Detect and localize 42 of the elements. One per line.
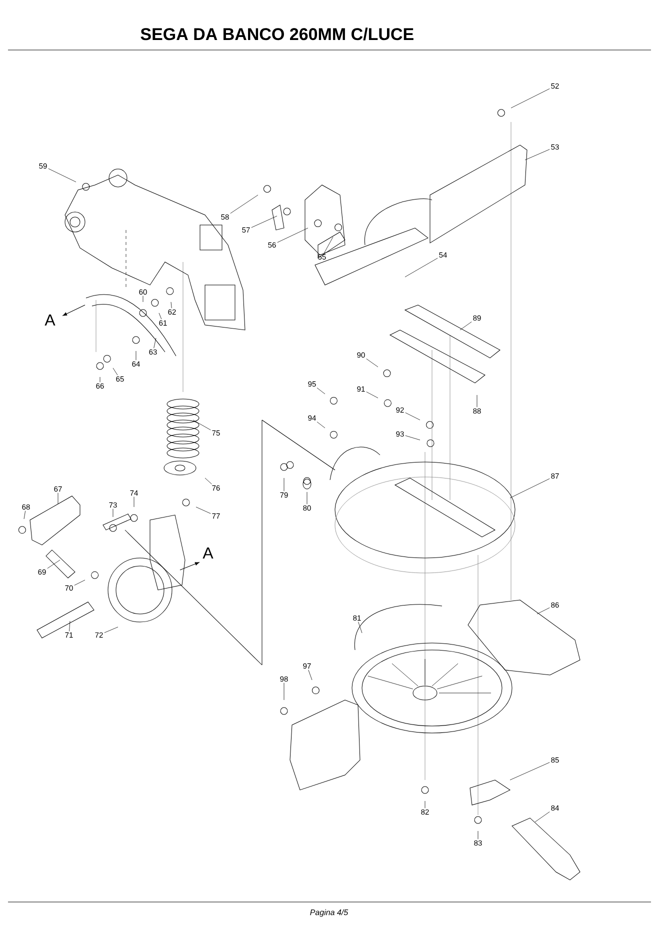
leader-line <box>142 296 144 302</box>
leader-line <box>534 812 550 822</box>
leader-line <box>476 394 478 408</box>
leader-line <box>192 420 211 430</box>
leader-line <box>316 422 326 428</box>
leader-line <box>47 560 60 569</box>
leader-line <box>170 302 172 308</box>
leader-line <box>366 392 378 398</box>
leader-line <box>358 622 362 634</box>
leader-line <box>69 620 70 632</box>
leader-line <box>48 168 76 182</box>
leader-line <box>104 626 118 633</box>
leader-line <box>112 508 114 518</box>
leader-line <box>196 506 211 514</box>
title: SEGA DA BANCO 260MM C/LUCE <box>140 28 414 40</box>
leader-line <box>366 358 378 368</box>
page-number: Pagina 4/5 <box>310 909 348 917</box>
leader-line <box>158 312 162 320</box>
leader-line <box>277 228 308 243</box>
leader-line <box>24 510 26 520</box>
leader-line <box>74 580 86 586</box>
view-label: A <box>44 314 56 326</box>
leader-line <box>154 338 156 348</box>
leader-line <box>510 762 550 780</box>
leader-line <box>524 149 550 160</box>
leader-line <box>510 88 550 108</box>
leader-line <box>460 322 472 330</box>
leader-line <box>510 478 550 498</box>
leader-line <box>405 435 420 440</box>
leader-line <box>536 607 550 614</box>
leader-line <box>230 194 258 214</box>
leader-line <box>308 670 312 680</box>
leader-line <box>424 800 426 808</box>
leader-line <box>306 492 308 504</box>
leader-line <box>112 368 118 376</box>
leader-line <box>251 216 278 228</box>
view-label: A <box>202 547 214 558</box>
leader-line <box>405 412 420 420</box>
leader-line <box>204 478 212 484</box>
leader-line <box>316 388 326 394</box>
leader-line <box>324 236 334 254</box>
leader-line <box>404 258 438 278</box>
